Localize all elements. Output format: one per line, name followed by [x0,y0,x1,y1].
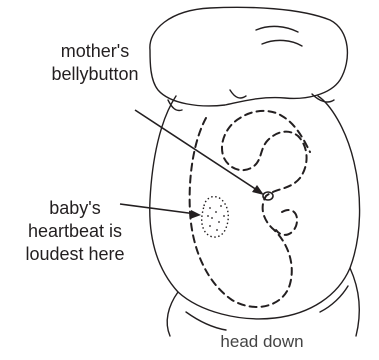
caption: head down [207,330,317,353]
breast-outline [150,7,348,106]
belly-outline [150,96,360,319]
bellybutton-arrow [135,110,260,192]
bellybutton-label: mother's bellybutton [20,40,170,86]
bellybutton [263,192,273,200]
baby-outline [190,111,310,307]
heartbeat-label: baby's heartbeat is loudest here [0,197,150,266]
heartbeat-spot [202,197,229,237]
